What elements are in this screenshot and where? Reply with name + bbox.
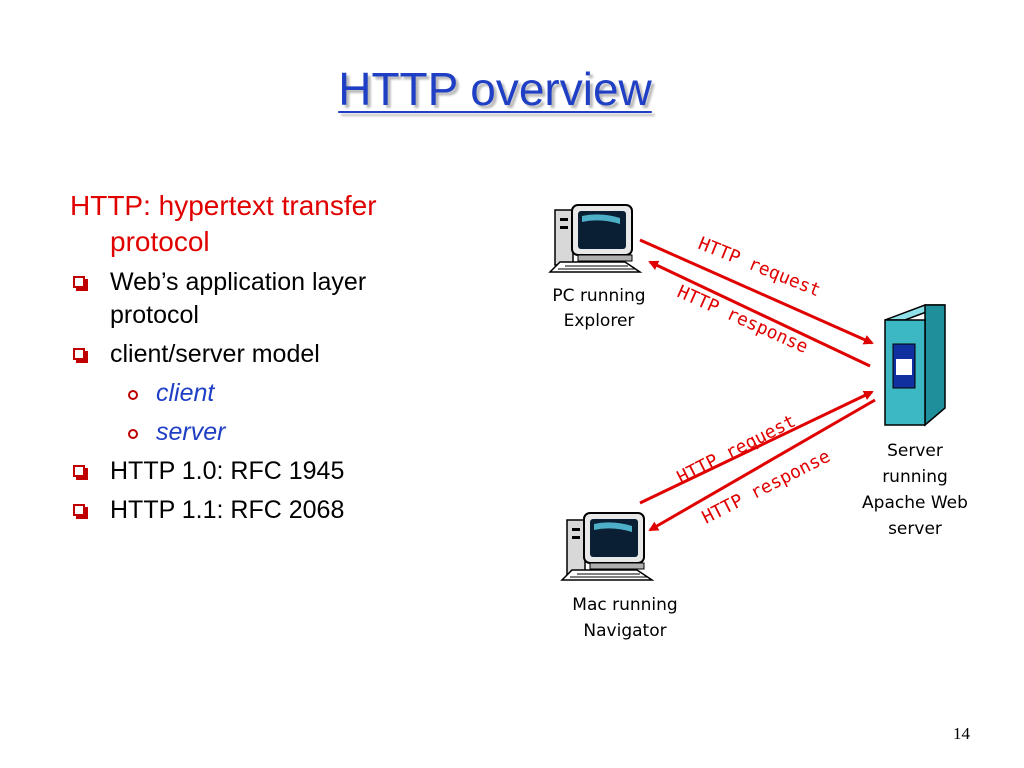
square-bullet-icon	[73, 504, 88, 519]
page-number: 14	[953, 724, 970, 743]
slide-title: HTTP overview	[338, 63, 652, 115]
server-caption-line-4: server	[888, 519, 942, 539]
circle-bullet-icon	[128, 390, 138, 400]
mac-computer-icon	[560, 512, 655, 581]
server-caption-line-1: Server	[887, 441, 943, 461]
server-caption-line-3: Apache Web	[862, 493, 968, 513]
heading-line-2: protocol	[110, 226, 210, 257]
bottom-request-arrow	[639, 390, 874, 505]
list-item-text: HTTP 1.0: RFC 1945	[110, 457, 345, 485]
pc-caption-line-2: Explorer	[564, 311, 635, 331]
pc-computer-icon	[548, 204, 643, 273]
sub-list-item: client	[70, 377, 490, 410]
top-response-arrow	[648, 260, 871, 368]
mac-caption-line-2: Navigator	[583, 621, 666, 641]
content-heading: HTTP: hypertext transfer protocol	[70, 188, 490, 260]
list-item: HTTP 1.0: RFC 1945	[70, 455, 490, 488]
list-item-text: client/server model	[110, 340, 320, 368]
mac-caption-line-1: Mac running	[572, 595, 677, 615]
bottom-response-arrow	[648, 398, 876, 532]
sub-list-item-text: client	[156, 379, 215, 407]
content-list: HTTP: hypertext transfer protocol Web’s …	[70, 188, 490, 527]
square-bullet-icon	[73, 465, 88, 480]
square-bullet-icon	[73, 276, 88, 291]
heading-line-1: HTTP: hypertext transfer	[70, 190, 377, 221]
top-response-label: HTTP response	[674, 281, 811, 357]
list-item: HTTP 1.1: RFC 2068	[70, 494, 490, 527]
server-caption-line-2: running	[882, 467, 948, 487]
sub-list-item-text: server	[156, 418, 226, 446]
list-item-text-line-1: Web’s application layer	[110, 268, 367, 296]
top-request-arrow	[639, 238, 874, 345]
pc-caption-line-1: PC running	[552, 286, 645, 306]
list-item: Web’s application layer protocol	[70, 266, 490, 332]
list-item: client/server model	[70, 338, 490, 371]
square-bullet-icon	[73, 348, 88, 363]
sub-list-item: server	[70, 416, 490, 449]
server-icon	[884, 304, 946, 427]
list-item-text: HTTP 1.1: RFC 2068	[110, 496, 345, 524]
list-item-text-line-2: protocol	[110, 301, 199, 329]
circle-bullet-icon	[128, 429, 138, 439]
